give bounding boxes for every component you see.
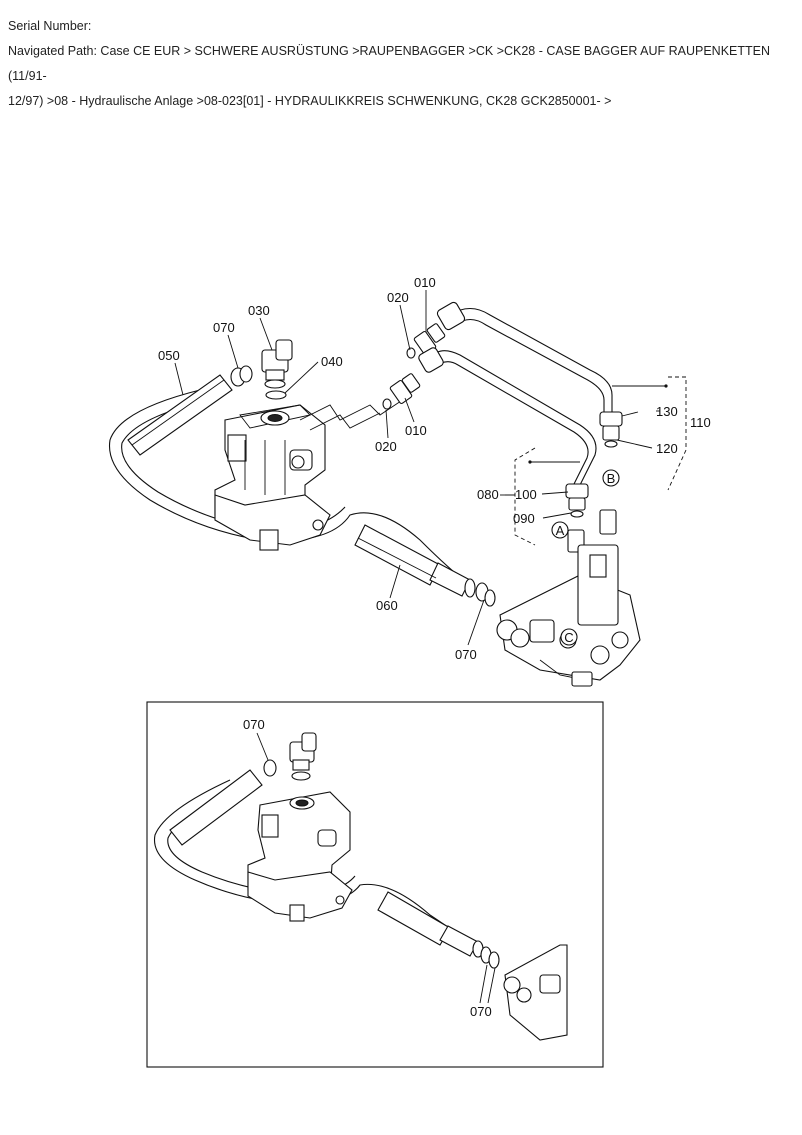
hose-060 bbox=[354, 524, 476, 598]
inset-valve-partial bbox=[503, 944, 568, 1041]
clamp-070-upper bbox=[230, 365, 253, 387]
marker-b: B bbox=[602, 469, 620, 487]
label-060: 060 bbox=[376, 598, 398, 613]
page-header: Serial Number: Navigated Path: Case CE E… bbox=[8, 14, 798, 114]
inset-hose-lower bbox=[377, 891, 484, 958]
serial-number-label: Serial Number: bbox=[8, 19, 92, 33]
label-050: 050 bbox=[158, 348, 180, 363]
inset-swing-motor bbox=[247, 791, 353, 922]
svg-text:B: B bbox=[607, 471, 616, 486]
label-040: 040 bbox=[321, 354, 343, 369]
steel-pipe-100 bbox=[418, 347, 597, 487]
navigated-path-line-2: 12/97) >08 - Hydraulische Anlage >08-023… bbox=[8, 94, 612, 108]
marker-c: C bbox=[560, 628, 578, 646]
label-010-lower: 010 bbox=[405, 423, 427, 438]
fitting-130-120 bbox=[599, 411, 623, 448]
adapter-b bbox=[599, 509, 617, 535]
inset-diagram: 070 070 bbox=[146, 701, 604, 1068]
fitting-010-lower bbox=[382, 373, 421, 410]
label-020-upper: 020 bbox=[387, 290, 409, 305]
o-ring-040 bbox=[265, 390, 287, 400]
control-valve-block bbox=[496, 544, 641, 687]
inset-elbow-fitting bbox=[289, 732, 317, 781]
swing-motor-main bbox=[214, 404, 331, 551]
marker-a: A bbox=[551, 521, 569, 539]
svg-text:C: C bbox=[564, 630, 573, 645]
main-diagram: A B C 010 020 030 070 050 040 020 010 13… bbox=[108, 275, 711, 687]
label-090: 090 bbox=[513, 511, 535, 526]
label-070-upper: 070 bbox=[213, 320, 235, 335]
label-070-lower: 070 bbox=[455, 647, 477, 662]
inset-hose-upper bbox=[169, 769, 263, 846]
label-130: 130 bbox=[656, 404, 678, 419]
fitting-100-090 bbox=[565, 483, 589, 518]
label-030: 030 bbox=[248, 303, 270, 318]
label-120: 120 bbox=[656, 441, 678, 456]
hose-050 bbox=[127, 374, 233, 456]
inset-clamp-upper bbox=[263, 759, 277, 777]
svg-text:A: A bbox=[556, 523, 565, 538]
label-110: 110 bbox=[690, 415, 711, 430]
inset-clamp-lower-2 bbox=[488, 951, 500, 969]
clamp-070-lower bbox=[475, 582, 496, 607]
inset-label-070-lower: 070 bbox=[470, 1004, 492, 1019]
inset-label-070-upper: 070 bbox=[243, 717, 265, 732]
label-010-upper: 010 bbox=[414, 275, 436, 290]
label-020-lower: 020 bbox=[375, 439, 397, 454]
label-100: 100 bbox=[515, 487, 537, 502]
navigated-path-line-1: Navigated Path: Case CE EUR > SCHWERE AU… bbox=[8, 44, 771, 83]
steel-pipe-110 bbox=[436, 301, 613, 415]
label-080: 080 bbox=[477, 487, 499, 502]
elbow-fitting-030 bbox=[261, 339, 293, 389]
